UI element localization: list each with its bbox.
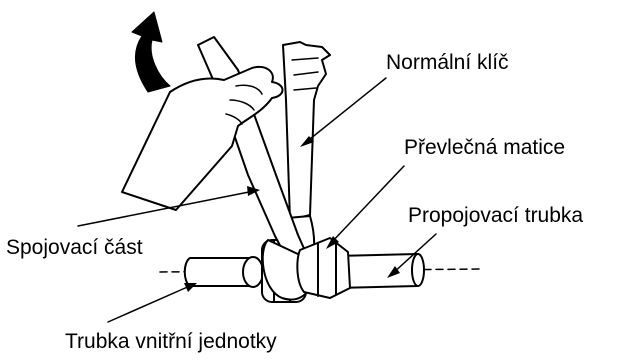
label-standard-wrench: Normální klíč bbox=[386, 52, 509, 73]
flare-nut bbox=[297, 238, 350, 298]
leader-indoor-unit-pipe bbox=[108, 285, 192, 322]
curved-arrow-icon bbox=[132, 12, 170, 92]
label-connecting-pipe: Propojovací trubka bbox=[408, 205, 583, 226]
leader-flare-nut bbox=[330, 166, 404, 244]
label-flare-nut: Převlečná matice bbox=[404, 137, 565, 158]
label-joint-part: Spojovací část bbox=[6, 237, 143, 258]
indoor-unit-pipe bbox=[185, 257, 263, 287]
label-indoor-unit-pipe: Trubka vnitřní jednotky bbox=[65, 331, 277, 352]
